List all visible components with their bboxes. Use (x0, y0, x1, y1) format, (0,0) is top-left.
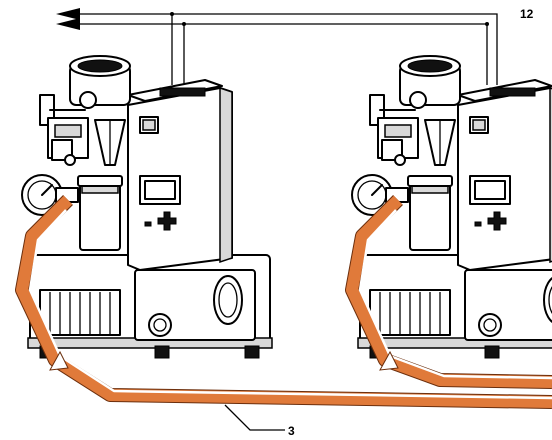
signal-line (80, 12, 498, 85)
flow-arrow-up-icon (49, 350, 399, 371)
hose-left (15, 195, 552, 409)
callout-3: 3 (288, 424, 295, 438)
callout-12: 12 (520, 7, 534, 21)
hose-right (345, 195, 552, 389)
callout-3-line (224, 404, 285, 431)
double-arrow-left-icon (56, 8, 80, 30)
